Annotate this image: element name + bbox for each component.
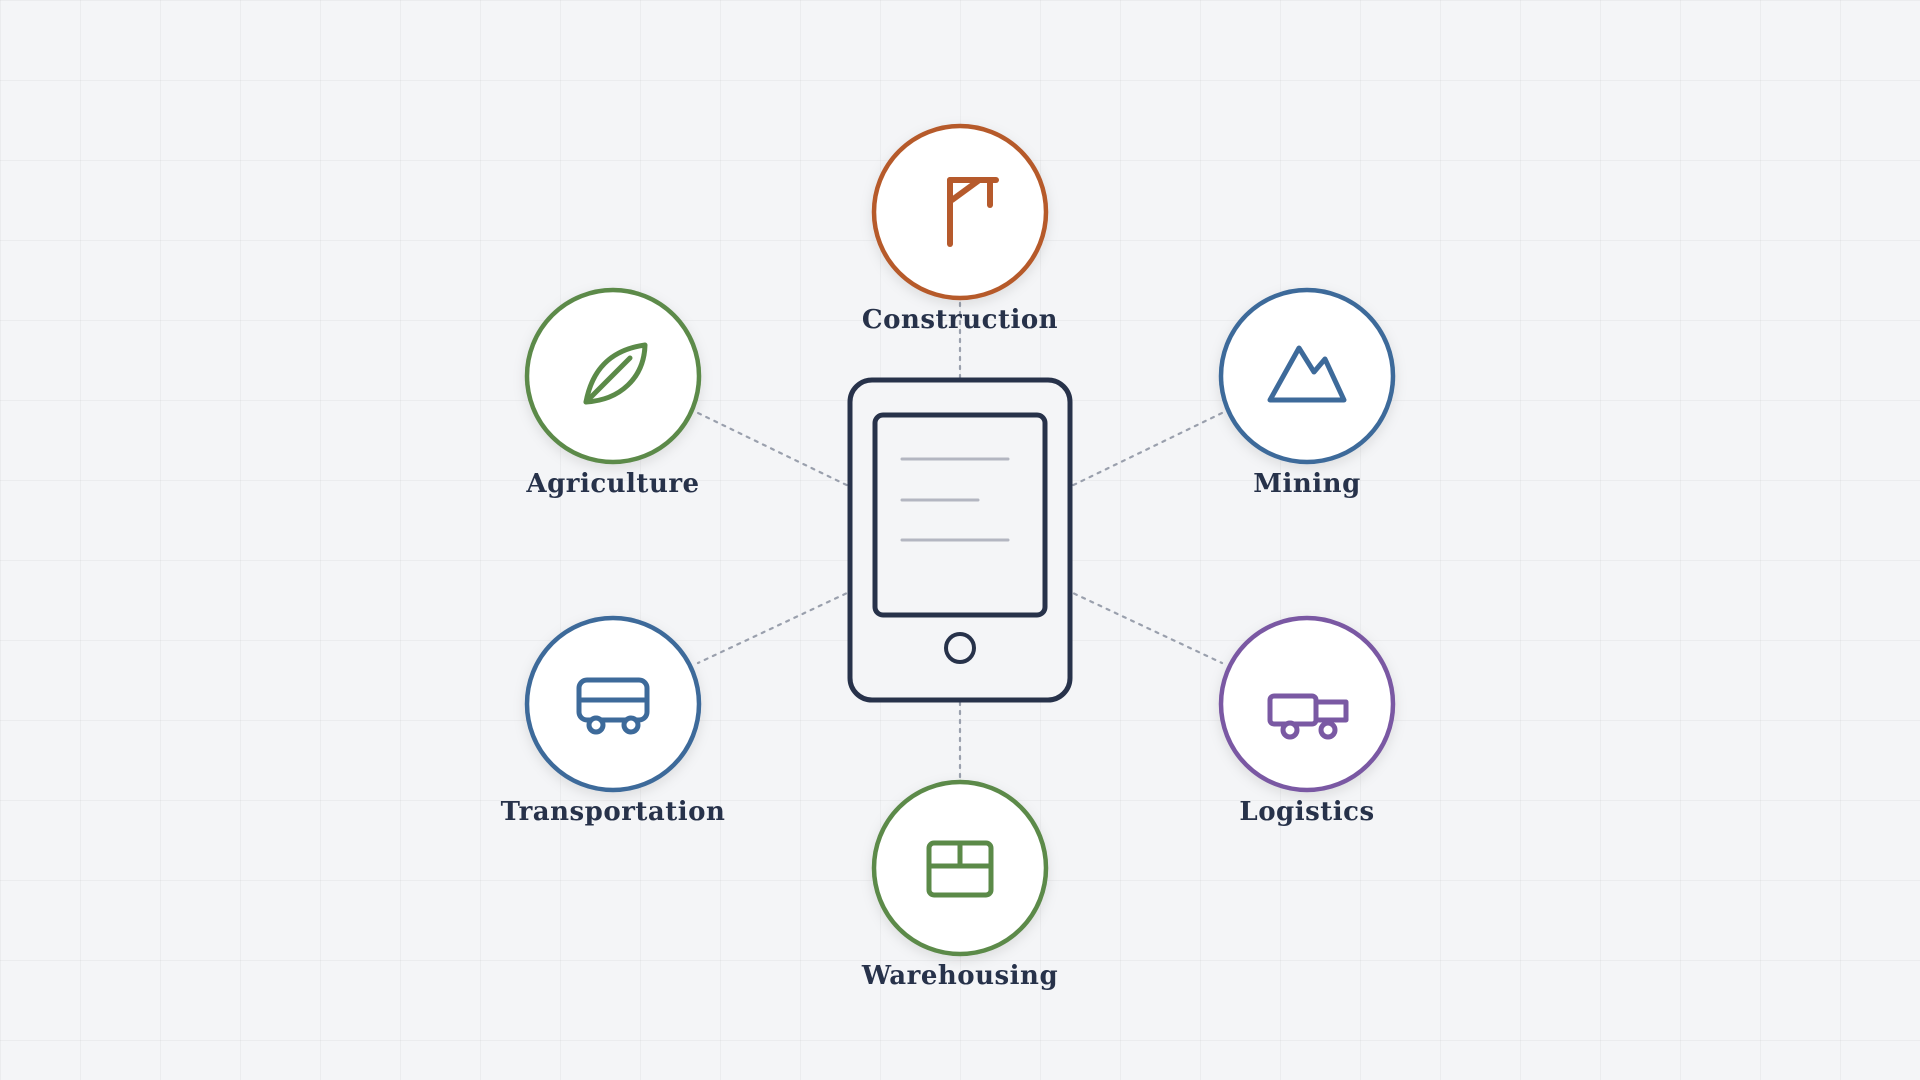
bus-icon [576,677,650,735]
node-circle-logistics[interactable] [1218,615,1396,793]
node-logistics[interactable] [1218,615,1396,793]
node-circle-mining[interactable] [1218,287,1396,465]
label-agriculture: Agriculture [526,469,700,499]
truck-icon [1267,693,1349,740]
node-circle-construction[interactable] [871,123,1049,301]
label-transportation: Transportation [500,797,726,827]
label-logistics: Logistics [1239,797,1375,827]
node-warehousing[interactable] [871,779,1049,957]
warehouse-box-icon [926,840,994,898]
leaf-icon [583,342,648,405]
tablet-home-button [944,632,976,664]
node-agriculture[interactable] [524,287,702,465]
node-mining[interactable] [1218,287,1396,465]
crane-icon [947,177,999,247]
label-construction: Construction [861,305,1059,335]
tablet-screen [872,412,1048,618]
node-transportation[interactable] [524,615,702,793]
node-construction[interactable] [871,123,1049,301]
tablet-icon [847,377,1073,703]
mountain-icon [1267,345,1347,403]
label-mining: Mining [1253,469,1361,499]
tablet-screen-lines [900,457,1010,542]
label-warehousing: Warehousing [861,961,1059,991]
node-circle-transportation[interactable] [524,615,702,793]
